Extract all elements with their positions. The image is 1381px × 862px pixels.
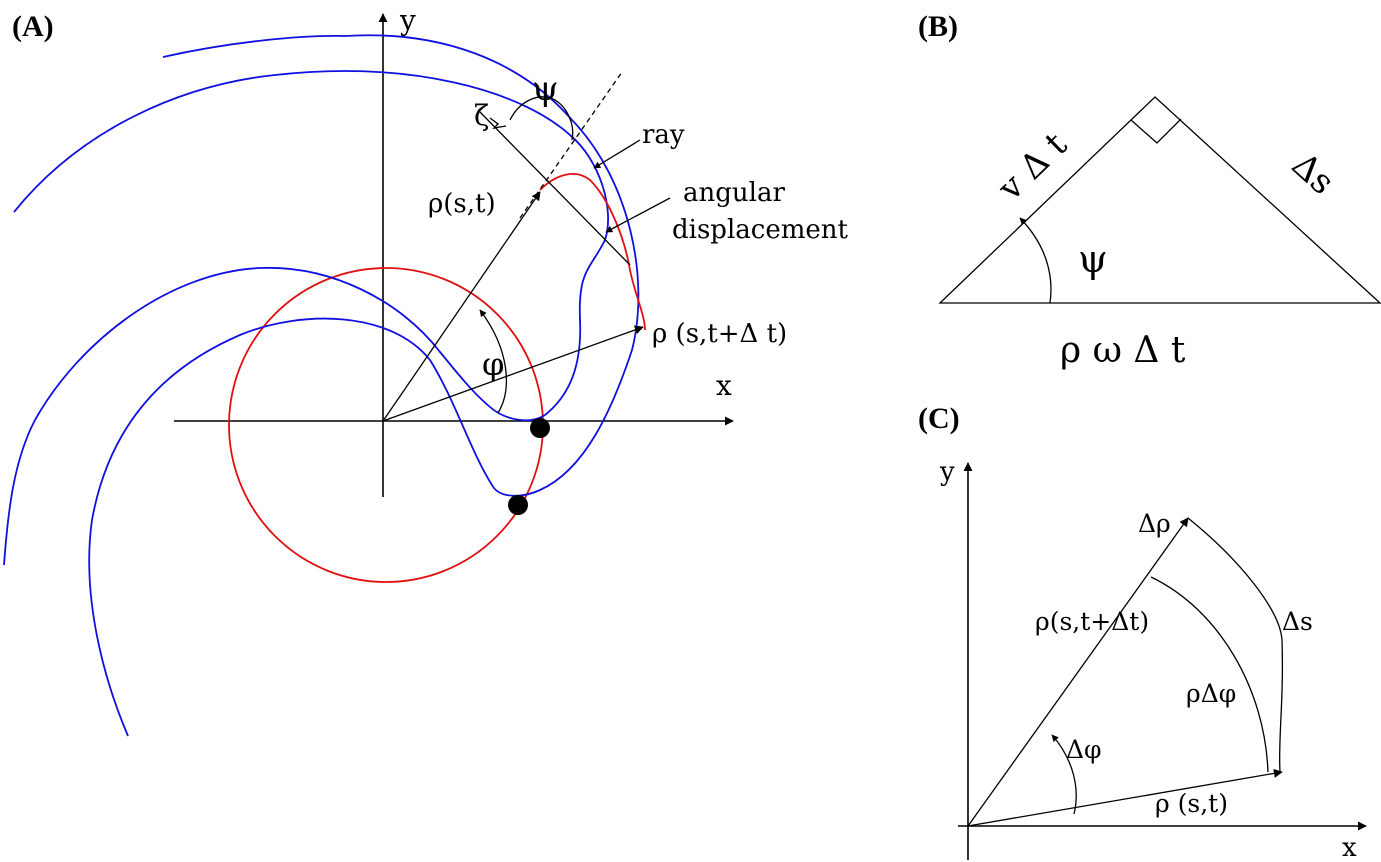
zeta-mark xyxy=(489,117,507,129)
panel-c-vector-rho-st-dt xyxy=(967,517,1189,827)
vector-rho-st-dt xyxy=(382,325,644,422)
red-circle xyxy=(228,267,544,583)
panel-c-delta-phi-arc xyxy=(1051,734,1077,815)
panel-c-rho-delta-phi-label: ρΔφ xyxy=(1186,679,1236,708)
intersection-dot-lower xyxy=(508,495,528,515)
panel-a-phi-label: φ xyxy=(482,345,504,383)
panel-b-delta-s-label: Δs xyxy=(1284,145,1342,203)
angular-label-line-1: angular xyxy=(683,178,785,208)
angular-label-line-2: displacement xyxy=(672,215,848,245)
panel-b-tag: (B) xyxy=(918,10,958,43)
panel-c-rho-st-label: ρ (s,t) xyxy=(1155,789,1228,818)
spiral-arm-inner xyxy=(3,70,609,566)
panel-c-delta-phi-label: Δφ xyxy=(1066,735,1102,764)
panel-c-delta-s-label: Δs xyxy=(1282,607,1313,636)
panel-a-tag: (A) xyxy=(12,10,54,43)
phi-arc xyxy=(479,309,507,414)
intersection-dot-upper xyxy=(530,418,550,438)
vector-rho-st xyxy=(382,191,541,422)
panel-a-x-label: x xyxy=(716,369,732,402)
panel-a-rho-st-label: ρ(s,t) xyxy=(428,189,496,219)
panel-c-rho-delta-phi-arc xyxy=(1150,576,1269,773)
red-curve-segment xyxy=(539,173,646,331)
spiral-arm-outer xyxy=(88,34,640,737)
psi-arc xyxy=(509,96,574,141)
panel-c: (C) y x Δρ ρ(s,t+Δt) Δs ρΔφ Δφ ρ (s,t) xyxy=(918,402,1367,862)
panel-c-tag: (C) xyxy=(918,402,960,435)
panel-b: (B) v Δ t Δs ψ ρ ω Δ t xyxy=(918,10,1381,371)
panel-a-y-label: y xyxy=(399,4,416,37)
panel-c-x-label: x xyxy=(1342,833,1357,862)
dashed-extension-line xyxy=(519,71,623,219)
panel-c-y-label: y xyxy=(939,457,955,487)
panel-a-rho-st-dt-label: ρ (s,t+Δ t) xyxy=(652,319,787,349)
panel-a: (A) x y ψ ζ ray angular displacement xyxy=(3,4,848,737)
panel-b-psi-label: ψ xyxy=(1078,237,1108,281)
panel-c-delta-rho-label: Δρ xyxy=(1138,509,1171,538)
ray-label: ray xyxy=(642,120,685,150)
panel-c-vector-rho-st xyxy=(967,768,1283,827)
ray-pointer-arrow xyxy=(593,139,641,169)
angular-pointer-arrow xyxy=(605,197,671,233)
panel-c-rho-st-dt-label: ρ(s,t+Δt) xyxy=(1035,607,1149,636)
panel-a-zeta-label: ζ xyxy=(474,99,489,132)
triangle-b xyxy=(938,96,1381,304)
panel-b-psi-arc xyxy=(1019,217,1052,304)
panel-b-rho-omega-dt-label: ρ ω Δ t xyxy=(1060,330,1186,371)
panel-a-psi-label: ψ xyxy=(532,69,559,109)
panel-c-delta-s-arc xyxy=(1187,517,1284,773)
ray-line xyxy=(477,109,631,266)
panel-b-v-dt-label: v Δ t xyxy=(990,125,1076,210)
right-angle-mark xyxy=(1130,118,1182,144)
